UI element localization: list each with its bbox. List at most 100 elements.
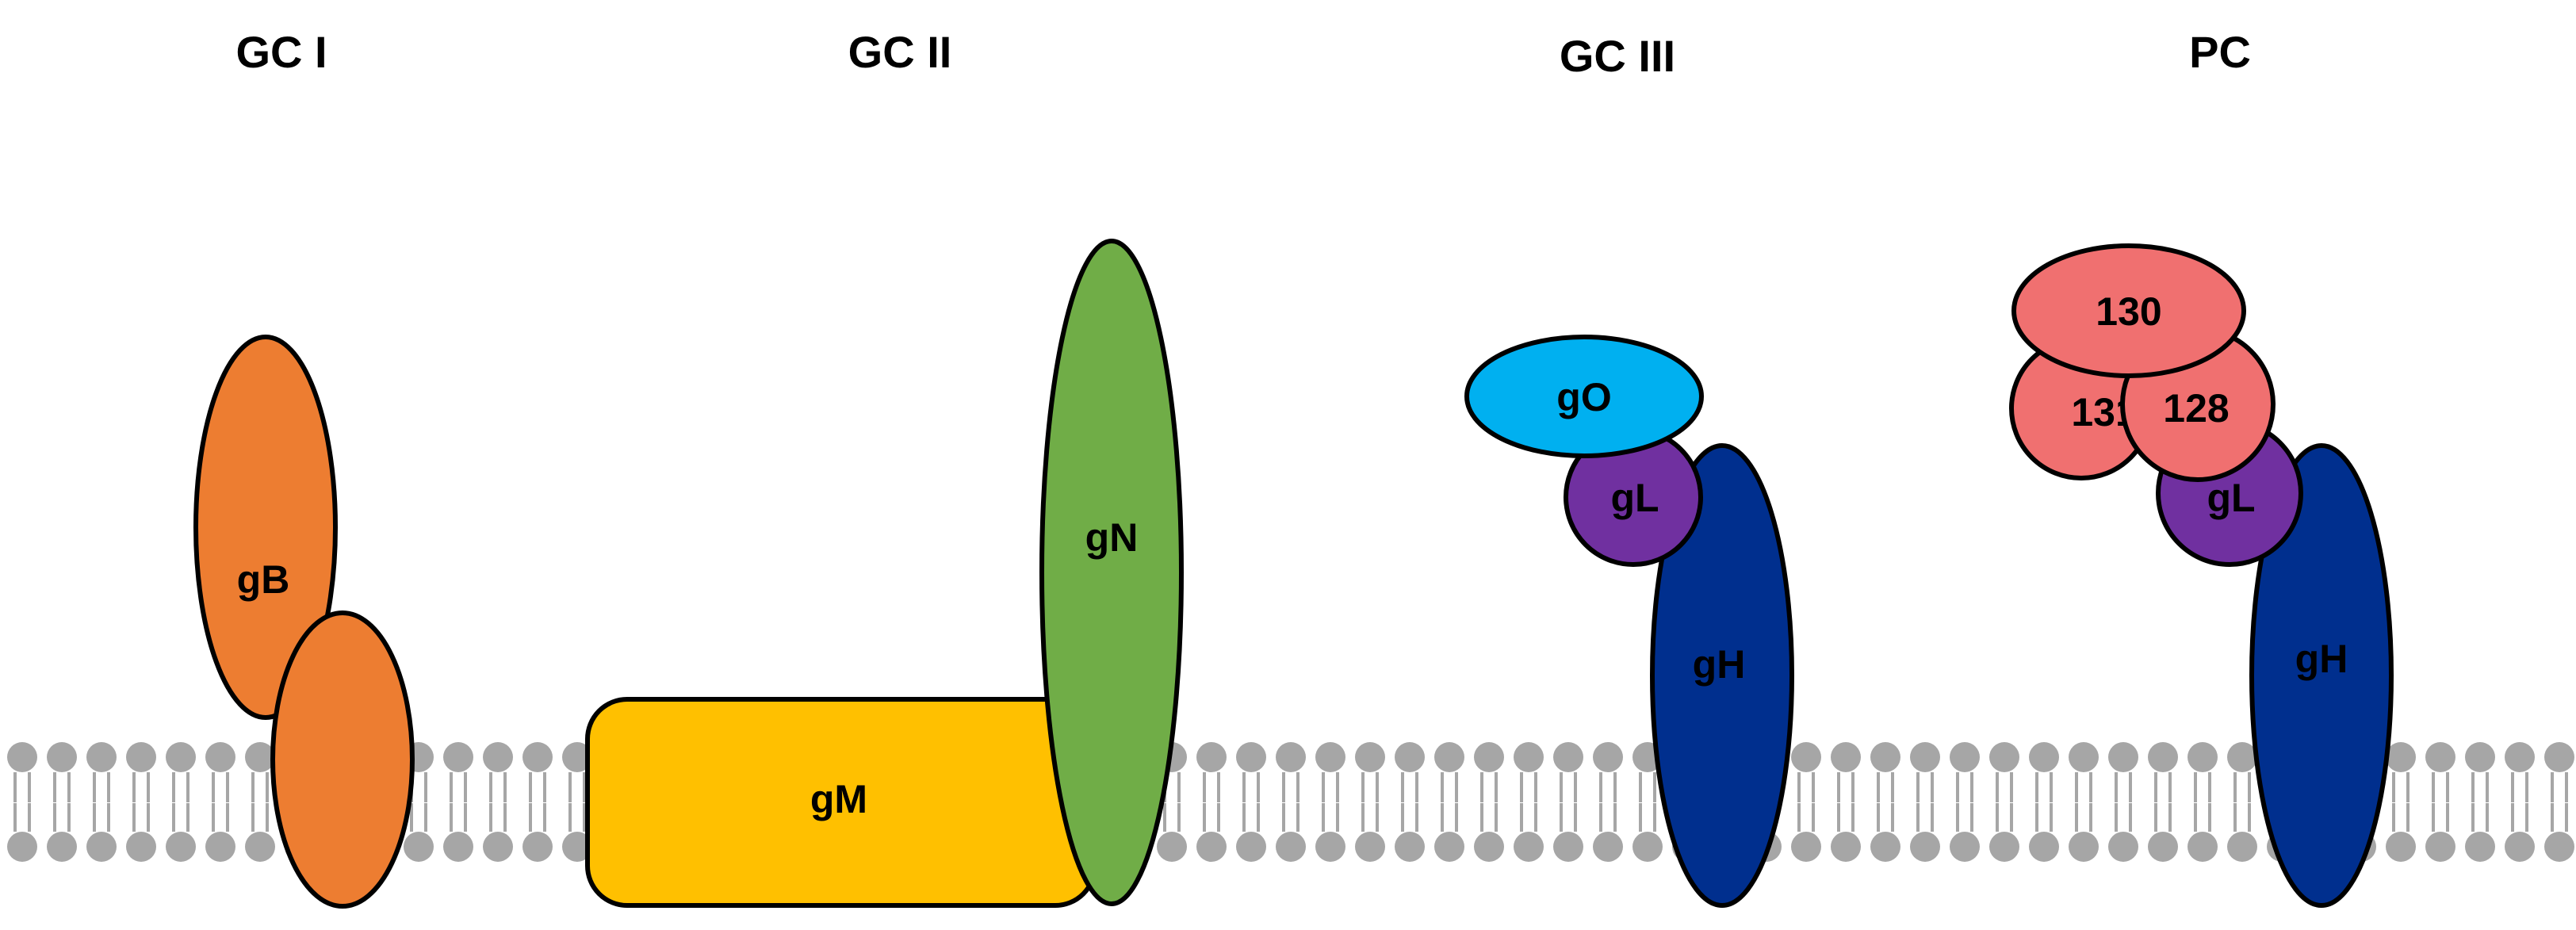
subunit-128-label: 128 (2163, 386, 2229, 431)
lipid-head-upper (1236, 742, 1266, 772)
gc-i-complex: gB (193, 335, 415, 909)
lipid-tail-upper (2154, 772, 2172, 802)
lipid-head-upper (1870, 742, 1900, 772)
lipid-tail-upper (1322, 772, 1339, 802)
lipid-tail-lower (489, 803, 507, 832)
gb-label: gB (237, 557, 290, 602)
lipid-head-lower (47, 832, 77, 862)
lipid-head-upper (2544, 742, 2574, 772)
lipid-tail-lower (450, 803, 467, 832)
lipid-head-upper (2465, 742, 2495, 772)
title-pc: PC (2189, 27, 2251, 77)
lipid-head-upper (1910, 742, 1940, 772)
lipid-tail-lower (212, 803, 229, 832)
gn-protein (1039, 239, 1184, 906)
lipid-tail-lower (2432, 803, 2449, 832)
lipid-tail-upper (1282, 772, 1299, 802)
lipid-head-upper (1196, 742, 1227, 772)
gm-label: gM (810, 777, 867, 821)
lipid-head-upper (2148, 742, 2178, 772)
lipid-tail-upper (132, 772, 150, 802)
lipid-head-upper (86, 742, 117, 772)
subunit-130-label: 130 (2096, 289, 2161, 334)
title-gc-iii: GC III (1560, 31, 1675, 81)
lipid-head-lower (166, 832, 196, 862)
lipid-tail-lower (1837, 803, 1854, 832)
lipid-tail-lower (251, 803, 269, 832)
lipid-head-upper (47, 742, 77, 772)
lipid-tail-lower (1282, 803, 1299, 832)
lipid-tail-lower (2471, 803, 2489, 832)
lipid-head-lower (1910, 832, 1940, 862)
lipid-tail-lower (53, 803, 71, 832)
gh-protein-pc (2249, 443, 2394, 908)
lipid-tail-lower (1441, 803, 1458, 832)
lipid-tail-upper (1520, 772, 1537, 802)
lipid-head-upper (1989, 742, 2019, 772)
lipid-head-upper (1950, 742, 1980, 772)
lipid-head-lower (1315, 832, 1345, 862)
lipid-head-upper (1831, 742, 1861, 772)
lipid-tail-upper (172, 772, 189, 802)
lipid-head-upper (522, 742, 553, 772)
lipid-head-upper (1395, 742, 1425, 772)
gc-ii-complex: gM gN (585, 239, 1184, 908)
lipid-tail-upper (2471, 772, 2489, 802)
lipid-tail-lower (1797, 803, 1815, 832)
lipid-tail-upper (2511, 772, 2528, 802)
lipid-tail-lower (2115, 803, 2132, 832)
lipid-tail-lower (1956, 803, 1973, 832)
lipid-head-lower (1434, 832, 1464, 862)
lipid-tail-lower (1560, 803, 1577, 832)
lipid-tail-upper (53, 772, 71, 802)
lipid-tail-upper (1599, 772, 1617, 802)
lipid-head-upper (1434, 742, 1464, 772)
go-label: gO (1556, 375, 1611, 419)
lipid-head-lower (245, 832, 275, 862)
lipid-tail-upper (1797, 772, 1815, 802)
lipid-head-upper (1315, 742, 1345, 772)
lipid-head-lower (1870, 832, 1900, 862)
lipid-head-lower (1196, 832, 1227, 862)
pc-complex: gH gL 131a 128 130 (2009, 243, 2394, 908)
lipid-head-lower (2148, 832, 2178, 862)
lipid-tail-lower (2233, 803, 2251, 832)
gh-label-gc-iii: gH (1693, 642, 1746, 687)
lipid-head-upper (126, 742, 156, 772)
lipid-head-upper (2029, 742, 2059, 772)
lipid-head-lower (1593, 832, 1623, 862)
lipid-head-upper (2108, 742, 2138, 772)
lipid-head-upper (245, 742, 275, 772)
lipid-tail-lower (93, 803, 110, 832)
lipid-head-upper (1276, 742, 1306, 772)
lipid-tail-upper (2551, 772, 2568, 802)
lipid-head-upper (2069, 742, 2099, 772)
lipid-head-lower (1474, 832, 1504, 862)
lipid-tail-lower (1520, 803, 1537, 832)
lipid-head-upper (2187, 742, 2218, 772)
lipid-tail-lower (2392, 803, 2409, 832)
lipid-head-upper (562, 742, 592, 772)
lipid-tail-lower (410, 803, 427, 832)
lipid-head-lower (1355, 832, 1385, 862)
lipid-head-lower (1395, 832, 1425, 862)
lipid-tail-upper (2233, 772, 2251, 802)
lipid-tail-upper (1480, 772, 1498, 802)
gh-protein-gc-iii (1650, 443, 1794, 908)
title-gc-i: GC I (235, 27, 327, 77)
gb-upper-subunit (193, 335, 338, 720)
lipid-head-lower (2505, 832, 2535, 862)
lipid-tail-upper (1242, 772, 1260, 802)
lipid-head-lower (1157, 832, 1187, 862)
lipid-tail-lower (1163, 803, 1181, 832)
lipid-head-lower (404, 832, 434, 862)
lipid-tail-upper (1401, 772, 1418, 802)
lipid-head-upper (443, 742, 473, 772)
lipid-tail-upper (2115, 772, 2132, 802)
lipid-head-lower (126, 832, 156, 862)
lipid-tail-upper (2194, 772, 2211, 802)
lipid-head-upper (7, 742, 37, 772)
lipid-tail-upper (1441, 772, 1458, 802)
lipid-head-upper (1355, 742, 1385, 772)
lipid-tail-lower (1401, 803, 1418, 832)
